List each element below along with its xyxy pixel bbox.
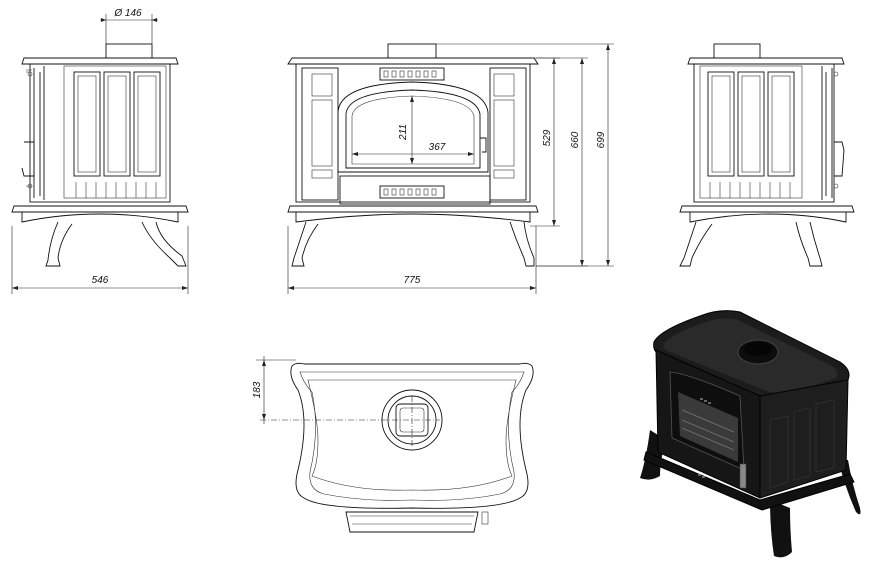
side-view-left: 546 Ø 146 (11, 8, 189, 294)
dim-front-width: 775 (404, 275, 421, 286)
dim-side-depth: 546 (92, 275, 109, 286)
top-view: 183 (252, 356, 534, 533)
dim-height-1: 529 (542, 129, 553, 146)
dim-window-width: 367 (429, 142, 446, 153)
dim-height-3: 699 (596, 131, 607, 148)
side-view-right (679, 43, 855, 267)
front-view: 367 211 775 529 660 699 (287, 43, 614, 294)
dim-top-offset: 183 (252, 381, 263, 398)
dim-height-2: 660 (570, 131, 581, 148)
dim-window-height: 211 (398, 124, 409, 141)
stove-3d-render (640, 310, 861, 558)
dim-flue-diameter: Ø 146 (113, 8, 142, 19)
